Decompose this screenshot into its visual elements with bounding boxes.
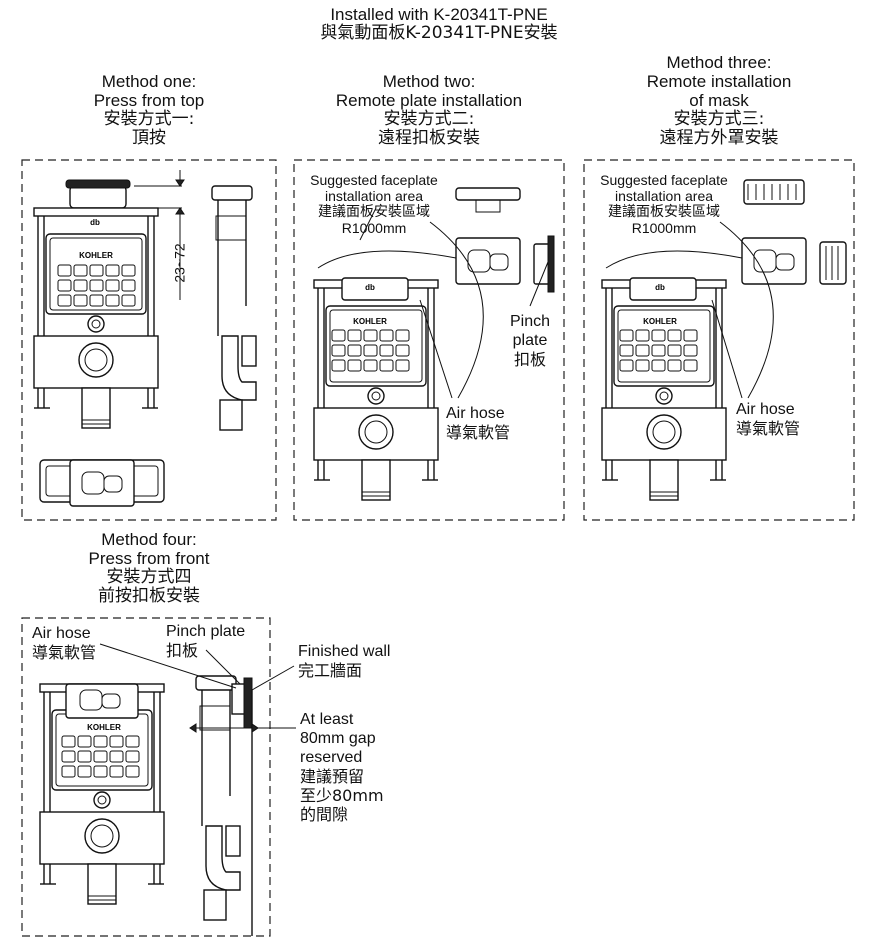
header-line-en: Installed with K-20341T-PNE [330,5,548,24]
method-two-drawing: db KOHLER [313,187,555,501]
suggested-en1-3: Suggested faceplate [600,172,728,188]
air-hose-zh-3: 導氣軟管 [736,419,801,438]
method-two-en2: Remote plate installation [335,91,523,110]
gap-zh1: 建議預留 [300,767,365,786]
method-three-title: Method three: Remote installation of mas… [584,53,854,148]
logo-mark-3: db [655,283,665,292]
suggested-en2-3: installation area [614,188,714,204]
method-four-en1: Method four: [101,530,197,549]
air-hose-en-2: Air hose [446,405,505,422]
radius-2: R1000mm [341,220,407,236]
header-line-zh: 與氣動面板K-20341T-PNE安裝 [320,23,558,43]
method-one-title: Method one: Press from top 安裝方式一: 頂按 [22,72,276,148]
finished-wall-en: Finished wall [298,643,391,660]
air-hose-zh-4: 導氣軟管 [32,643,97,662]
gap-zh3: 的間隙 [300,805,349,824]
pinch-zh-4: 扣板 [166,641,199,660]
pinch-plate-en-4: Pinch plate [166,623,246,640]
method-three-zh2: 遠程方外罩安裝 [659,128,779,148]
gap-en3: reserved [300,749,363,766]
header-title: Installed with K-20341T-PNE 與氣動面板K-20341… [0,5,878,43]
method-four-zh2: 前按扣板安裝 [98,586,200,606]
brand-mark-3: KOHLER [643,317,677,326]
brand-mark-4: KOHLER [87,723,121,732]
suggested-en2-2: installation area [324,188,424,204]
suggested-zh-3: 建議面板安裝區域 [608,204,720,220]
brand-mark-1: KOHLER [79,251,113,260]
suggested-zh-2: 建議面板安裝區域 [318,204,430,220]
method-four-zh1: 安裝方式四 [106,567,192,587]
finished-wall-label: Finished wall 完工牆面 [298,642,390,680]
method-two-title: Method two: Remote plate installation 安裝… [294,72,564,148]
method-four-title: Method four: Press from front 安裝方式四 前按扣板… [22,530,276,606]
method-one-drawing: db KOHLER [33,170,257,507]
method-three-en2: Remote installation [646,72,792,91]
method-two-zh2: 遠程扣板安裝 [378,128,480,148]
method-three-zh1: 安裝方式三: [673,109,765,129]
finished-wall-zh: 完工牆面 [298,661,363,680]
air-hose-en-4: Air hose [32,625,91,642]
method-one-box [21,159,277,521]
method-two-zh1: 安裝方式二: [383,109,475,129]
suggested-area-label-2: Suggested faceplate installation area 建議… [298,172,450,236]
method-two-en1: Method two: [382,72,476,91]
pinch-plate-label-4: Pinch plate 扣板 [166,622,245,660]
method-three-drawing: db KOHLER [601,179,847,501]
pinch-zh-2: 扣板 [513,350,546,369]
logo-mark-2: db [365,283,375,292]
method-one-zh1: 安裝方式一: [103,109,195,129]
suggested-area-label-3: Suggested faceplate installation area 建議… [588,172,740,236]
pinch-en1-2: Pinch [509,313,551,330]
method-one-en2: Press from top [93,91,205,110]
radius-3: R1000mm [631,220,697,236]
method-one-en1: Method one: [101,72,197,91]
air-hose-label-2: Air hose 導氣軟管 [446,404,510,442]
dimension-label: 23~72 [171,243,188,283]
air-hose-zh-2: 導氣軟管 [446,423,511,442]
air-hose-label-3: Air hose 導氣軟管 [736,400,800,438]
method-three-box [583,159,855,521]
method-four-en2: Press from front [88,549,210,568]
method-three-en1: Method three: [666,53,772,72]
air-hose-en-3: Air hose [736,401,795,418]
gap-zh2: 至少80mm [300,786,384,805]
method-four-drawing: KOHLER [39,643,296,936]
method-four-box [21,617,271,937]
gap-en2: 80mm gap [300,730,376,747]
method-one-zh2: 頂按 [132,128,166,148]
method-two-box [293,159,565,521]
method-three-en3: of mask [689,91,749,110]
gap-label: At least 80mm gap reserved 建議預留 至少80mm 的… [300,710,384,824]
pinch-plate-label-2: Pinch plate 扣板 [500,312,560,369]
logo-mark: db [90,218,100,227]
gap-en1: At least [300,711,354,728]
suggested-en1-2: Suggested faceplate [310,172,438,188]
pinch-en2-2: plate [512,332,548,349]
air-hose-label-4: Air hose 導氣軟管 [32,624,96,662]
brand-mark-2: KOHLER [353,317,387,326]
